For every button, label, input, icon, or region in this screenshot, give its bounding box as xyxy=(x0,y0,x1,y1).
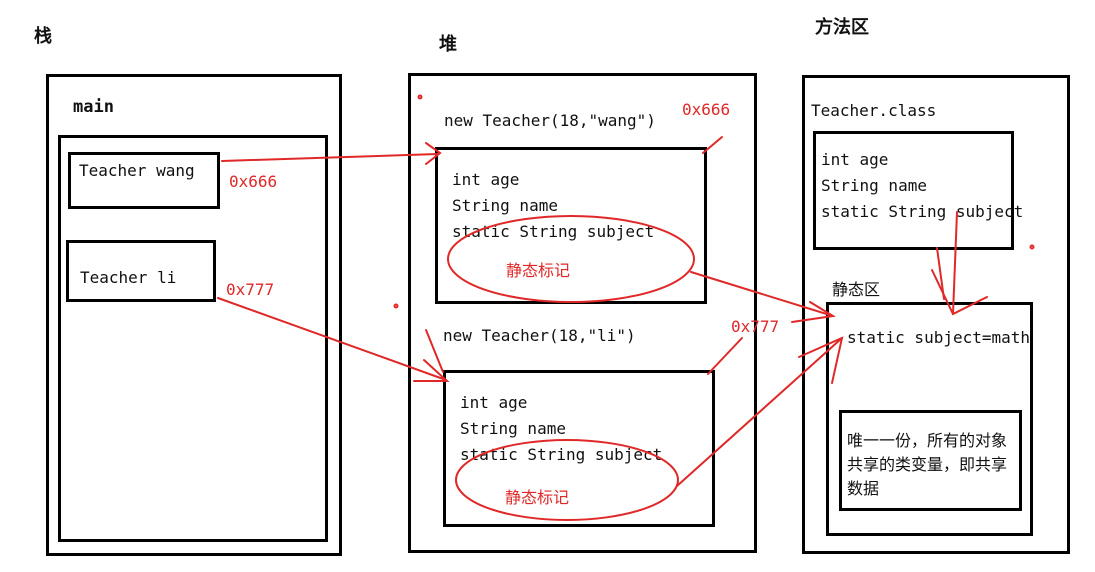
static-note-box: 唯一一份，所有的对象共享的类变量，即共享数据 xyxy=(839,410,1022,511)
obj2-fields: int age String name static String subjec… xyxy=(460,390,662,468)
obj2-static-ellipse xyxy=(455,439,679,521)
stray-dot xyxy=(417,94,423,100)
heap-region xyxy=(408,73,757,553)
stack-region xyxy=(46,74,342,556)
var-li-label: Teacher li xyxy=(80,268,177,287)
static-area-label: 静态区 xyxy=(832,280,881,299)
class-static-arrowhead xyxy=(931,269,988,316)
field-name: String name xyxy=(460,419,566,438)
class-field-name: String name xyxy=(821,176,927,195)
obj1-static-arrowhead xyxy=(791,301,836,323)
obj2-static-arrow xyxy=(676,337,843,487)
class-static-tick xyxy=(936,247,945,300)
li-ref-address: 0x777 xyxy=(226,280,275,299)
obj1-fields: int age String name static String subjec… xyxy=(452,167,654,245)
class-name: Teacher.class xyxy=(811,101,937,120)
heap-heading: 堆 xyxy=(439,34,457,55)
class-static-arrow xyxy=(952,211,958,315)
wang-ref-address: 0x666 xyxy=(229,172,278,191)
method-area-region xyxy=(802,75,1070,554)
class-field-age: int age xyxy=(821,150,889,169)
obj2-left-mark xyxy=(425,329,444,373)
static-area-box: static subject=math xyxy=(826,302,1033,536)
obj1-header: new Teacher(18,"wang") xyxy=(444,111,656,130)
wang-ref-arrow xyxy=(221,153,439,162)
obj2-box: int age String name static String subjec… xyxy=(443,370,715,527)
obj1-static-mark: 静态标记 xyxy=(506,261,571,280)
class-field-subject: static String subject xyxy=(821,202,1024,221)
obj2-static-mark: 静态标记 xyxy=(505,488,570,507)
field-subject: static String subject xyxy=(460,445,663,464)
wang-ref-arrowhead xyxy=(425,142,442,165)
obj1-static-ellipse xyxy=(447,215,695,303)
stray-dot xyxy=(393,303,399,309)
main-frame xyxy=(58,135,328,542)
li-ref-arrowhead xyxy=(413,359,450,382)
var-li-box: Teacher li xyxy=(66,240,216,302)
class-box: int age String name static String subjec… xyxy=(813,131,1023,250)
obj1-static-arrow xyxy=(690,271,834,317)
static-note: 唯一一份，所有的对象共享的类变量，即共享数据 xyxy=(847,431,1008,498)
obj2-header: new Teacher(18,"li") xyxy=(443,326,636,345)
static-value: static subject=math xyxy=(847,328,1031,347)
obj1-address-mark xyxy=(702,136,723,154)
li-ref-arrow xyxy=(217,297,447,381)
field-age: int age xyxy=(452,170,520,189)
field-age: int age xyxy=(460,393,528,412)
class-fields: int age String name static String subjec… xyxy=(821,147,1023,225)
obj2-address: 0x777 xyxy=(731,317,780,336)
obj2-static-arrowhead xyxy=(798,336,844,384)
method-area-heading: 方法区 xyxy=(815,17,869,38)
stray-dot xyxy=(1029,244,1035,250)
obj2-address-mark xyxy=(707,337,743,375)
field-subject: static String subject xyxy=(452,222,655,241)
main-frame-label: main xyxy=(73,97,114,117)
field-name: String name xyxy=(452,196,558,215)
var-wang-label: Teacher wang xyxy=(79,161,195,180)
obj1-address: 0x666 xyxy=(682,100,731,119)
stack-heading: 栈 xyxy=(34,26,52,47)
var-wang-box: Teacher wang xyxy=(68,152,220,209)
